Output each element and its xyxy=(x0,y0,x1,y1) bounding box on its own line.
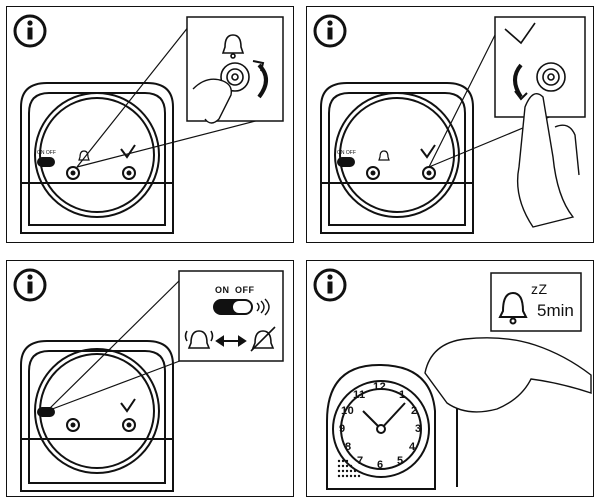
clock-number: 10 xyxy=(341,405,355,417)
bell-icon xyxy=(78,150,90,161)
clock-body xyxy=(20,82,174,234)
info-circle-icon xyxy=(313,268,347,302)
snooze-box xyxy=(490,272,582,332)
info-circle-icon xyxy=(13,14,47,48)
panel-3-illustration xyxy=(13,268,284,492)
switch-on-label: ON xyxy=(215,285,230,295)
zoom-callout xyxy=(46,270,284,412)
alarm-knob xyxy=(66,418,80,432)
switch-off-label: OFF xyxy=(235,285,255,295)
clock-number: 9 xyxy=(339,423,346,435)
clock-number: 4 xyxy=(409,441,416,453)
speaker-grille xyxy=(337,459,361,478)
hand-marker xyxy=(120,144,136,159)
bell-off-icon xyxy=(250,326,276,352)
snooze-duration: 5min xyxy=(537,301,574,320)
panel-4-illustration xyxy=(313,268,592,490)
panel-alarm-switch: ON OFF xyxy=(6,260,294,497)
clock-number: 11 xyxy=(353,389,366,401)
time-knob xyxy=(122,418,136,432)
hand-icon xyxy=(516,93,575,228)
panel-1-illustration: ON OFF xyxy=(13,14,284,234)
clock-number: 8 xyxy=(345,441,352,453)
rotate-arrow-icon xyxy=(513,63,523,99)
alarm-switch-small: ON OFF xyxy=(337,150,356,167)
clock-number: 2 xyxy=(411,405,418,417)
panel-snooze: zZ 5min 12 1 2 3 4 5 6 7 8 9 10 11 xyxy=(306,260,594,497)
clock-number: 1 xyxy=(399,389,406,401)
double-arrow-icon xyxy=(215,335,247,347)
hand-marker xyxy=(120,398,136,413)
bell-icon xyxy=(498,291,528,325)
hand-icon xyxy=(424,337,592,413)
clock-number: 3 xyxy=(415,423,422,435)
time-knob xyxy=(122,166,136,180)
svg-text:ON OFF: ON OFF xyxy=(337,150,356,156)
alarm-knob xyxy=(66,166,80,180)
snooze-zz: zZ xyxy=(531,281,548,297)
alarm-switch-small: ON OFF xyxy=(37,150,56,167)
clock-number: 6 xyxy=(377,459,384,471)
info-circle-icon xyxy=(313,14,347,48)
bell-icon xyxy=(221,34,245,59)
bell-icon xyxy=(378,150,390,161)
info-circle-icon xyxy=(13,268,47,302)
time-knob xyxy=(422,166,436,180)
svg-text:ON OFF: ON OFF xyxy=(37,150,56,156)
clock-body xyxy=(320,82,474,234)
clock-number: 7 xyxy=(357,455,364,467)
clock-hands xyxy=(362,402,406,434)
knob-closeup xyxy=(536,62,566,92)
clock-number: 5 xyxy=(397,455,404,467)
panel-2-illustration: ON OFF xyxy=(313,14,586,234)
panel-set-alarm: ON OFF xyxy=(6,6,294,243)
clock-number: 12 xyxy=(373,381,387,393)
alarm-knob xyxy=(366,166,380,180)
hand-marker xyxy=(420,144,436,159)
bell-icon xyxy=(184,330,214,349)
clock-numerals: 12 1 2 3 4 5 6 7 8 9 10 11 xyxy=(307,261,593,496)
zoom-callout xyxy=(76,16,284,168)
panel-set-time: ON OFF xyxy=(306,6,594,243)
hand-icon xyxy=(192,78,233,124)
knob-closeup xyxy=(220,62,250,92)
sound-waves-icon xyxy=(256,298,270,316)
